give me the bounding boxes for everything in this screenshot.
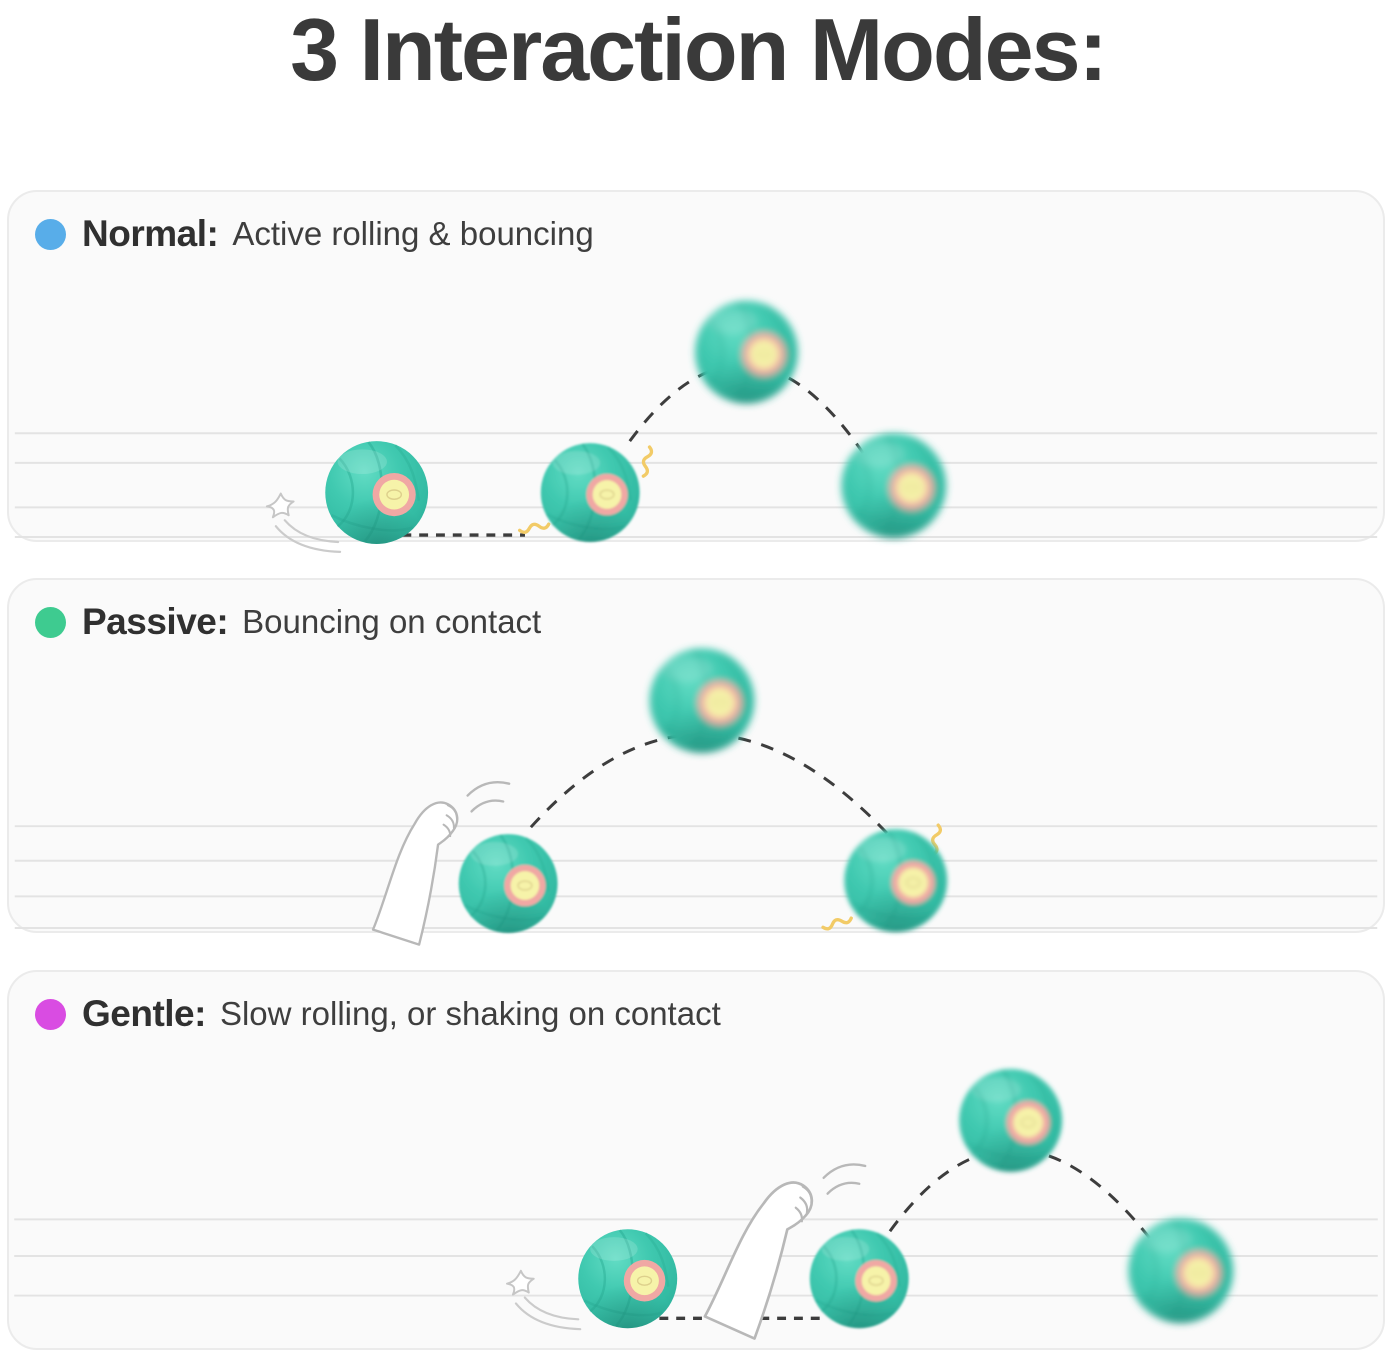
impact-squiggle-icon: [638, 444, 655, 479]
swipe-motion-lines: [822, 1163, 867, 1195]
mode-description: Active rolling & bouncing: [232, 215, 594, 252]
mode-panel-passive: Passive: Bouncing on contact: [7, 578, 1385, 946]
mode-name: Normal:: [82, 213, 219, 254]
ball-icon: [539, 441, 641, 544]
mode-header-passive: Passive: Bouncing on contact: [35, 600, 541, 644]
page-title: 3 Interaction Modes:: [290, 0, 1108, 99]
mode-name: Passive:: [82, 601, 229, 642]
ball-icon: [957, 1067, 1064, 1174]
mode-dot-blue: [35, 218, 66, 250]
swipe-motion-lines: [466, 781, 511, 813]
cat-paw-icon: [371, 792, 465, 946]
cat-paw-icon: [703, 1169, 821, 1340]
floor-lines: [14, 432, 1378, 539]
mode-panel-gentle: Gentle: Slow rolling, or shaking on cont…: [7, 970, 1385, 1350]
ball-icon: [323, 439, 430, 546]
impact-squiggle-icon: [517, 519, 551, 535]
ball-icon: [457, 832, 559, 935]
mode-header-normal: Normal: Active rolling & bouncing: [35, 212, 594, 256]
ball-icon: [808, 1228, 910, 1330]
mode-panel-normal: Normal: Active rolling & bouncing: [7, 190, 1385, 553]
ball-icon: [1127, 1217, 1235, 1325]
mode-header-gentle: Gentle: Slow rolling, or shaking on cont…: [35, 992, 721, 1036]
mode-dot-green: [35, 606, 66, 638]
ball-icon: [843, 827, 949, 934]
mode-description: Bouncing on contact: [242, 603, 542, 640]
floor-lines: [14, 825, 1378, 930]
scene-passive: [14, 646, 1378, 946]
mode-description: Slow rolling, or shaking on contact: [219, 995, 721, 1032]
mode-name: Gentle:: [82, 993, 206, 1034]
scene-normal: [14, 299, 1378, 553]
ball-icon: [840, 431, 948, 540]
mode-dot-magenta: [35, 998, 66, 1030]
bounce-arc: [888, 1148, 1154, 1243]
scene-gentle: [14, 1067, 1378, 1340]
ball-icon: [648, 646, 756, 755]
ball-icon: [693, 299, 800, 405]
whoosh-icon: [505, 1269, 582, 1331]
ball-icon: [577, 1228, 679, 1330]
